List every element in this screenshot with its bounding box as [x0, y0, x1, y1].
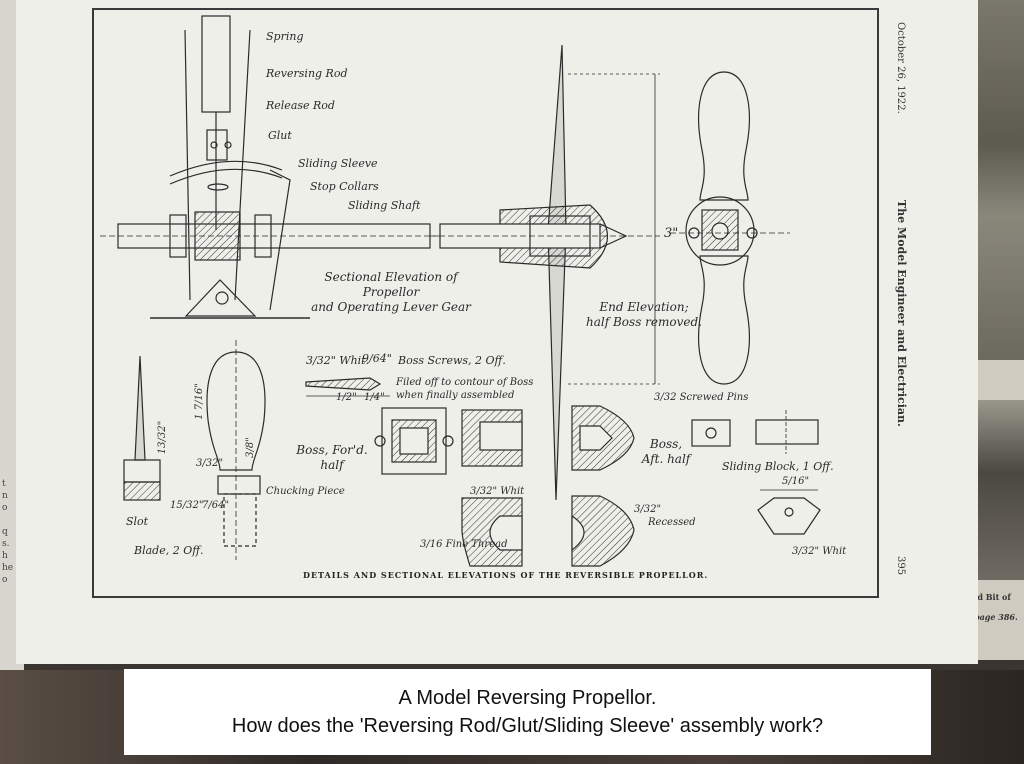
label-slot: Slot: [126, 515, 149, 528]
sliding-sleeve-arc: [169, 160, 283, 177]
figure-caption: DETAILS AND SECTIONAL ELEVATIONS OF THE …: [303, 570, 709, 580]
label-sectional-elevation: Sectional Elevation of Propellor and Ope…: [311, 270, 471, 314]
sliding-block: [691, 419, 731, 447]
label-dim-7-64: 7/64": [202, 500, 230, 511]
label-blade: Blade, 2 Off.: [134, 544, 204, 557]
propeller-blade-section: [547, 44, 567, 501]
label-dim-3in: 3": [664, 226, 679, 241]
blade-side-view: [134, 355, 146, 461]
label-dim-5-16: 5/16": [782, 476, 810, 487]
label-fine-thread: 3/16 Fine Thread: [420, 539, 508, 550]
photo-fragment-top: [978, 0, 1024, 360]
label-whit-2: 3/32" Whit: [470, 486, 525, 497]
label-dim-1-7-16: 1 7/16": [193, 383, 205, 420]
question-title: A Model Reversing Propellor.: [398, 687, 657, 709]
label-spring: Spring: [266, 30, 304, 43]
label-sliding-block: Sliding Block, 1 Off.: [722, 460, 834, 473]
label-whit-dim: 3/32" Whit.: [306, 354, 370, 367]
reversing-rod-body: [201, 15, 231, 113]
label-release-rod: Release Rod: [266, 99, 335, 112]
label-dim-15-32: 15/32": [170, 500, 204, 511]
label-recessed: Recessed: [648, 517, 696, 528]
label-whit-3: 3/32" Whit: [792, 546, 847, 557]
label-boss-aft: Boss, Aft. half: [641, 437, 691, 466]
label-dim-half: 1/2": [336, 392, 357, 403]
label-dim-3-8: 3/8": [244, 437, 256, 458]
label-filed-off: Filed off to contour of Boss: [396, 377, 534, 388]
lever-base: [184, 279, 257, 317]
boss-screw: [305, 377, 382, 391]
end-elevation-lower-blade: [698, 255, 750, 385]
label-reversing-rod: Reversing Rod: [266, 67, 348, 80]
right-fragment-1: ard Bit of: [968, 592, 1011, 602]
page-number: 395: [895, 556, 906, 576]
label-when-assembled: when finally assembled: [396, 390, 515, 401]
label-chucking-piece: Chucking Piece: [266, 486, 345, 497]
label-sliding-shaft: Sliding Shaft: [348, 199, 421, 212]
label-dim-quarter: 1/4": [364, 392, 385, 403]
label-screwed-pins: 3/32 Screwed Pins: [654, 392, 749, 403]
label-glut: Glut: [268, 129, 292, 142]
question-caption-box: A Model Reversing Propellor. How does th…: [124, 669, 931, 755]
label-dim-3-32a: 3/32": [196, 458, 224, 469]
right-fragment-2: page 386.: [974, 612, 1018, 622]
label-boss-screws: Boss Screws, 2 Off.: [398, 354, 506, 367]
end-elevation-upper-blade: [698, 71, 750, 201]
label-dim-13-32: 13/32": [157, 420, 169, 455]
page-date: October 26, 1922.: [895, 22, 906, 114]
question-text: How does the 'Reversing Rod/Glut/Sliding…: [231, 715, 824, 737]
photo-fragment-bottom: [974, 400, 1024, 580]
label-stop-collars: Stop Collars: [310, 180, 379, 193]
label-sliding-sleeve: Sliding Sleeve: [298, 157, 378, 170]
journal-title: The Model Engineer and Electrician.: [895, 200, 908, 427]
drawing-border: [92, 8, 879, 598]
label-end-elevation: End Elevation; half Boss removed.: [586, 300, 702, 329]
label-dim-3-32b: 3/32": [634, 504, 662, 515]
label-dim-9-64: 9/64": [362, 352, 392, 365]
label-boss-ford: Boss, For'd. half: [296, 443, 368, 472]
